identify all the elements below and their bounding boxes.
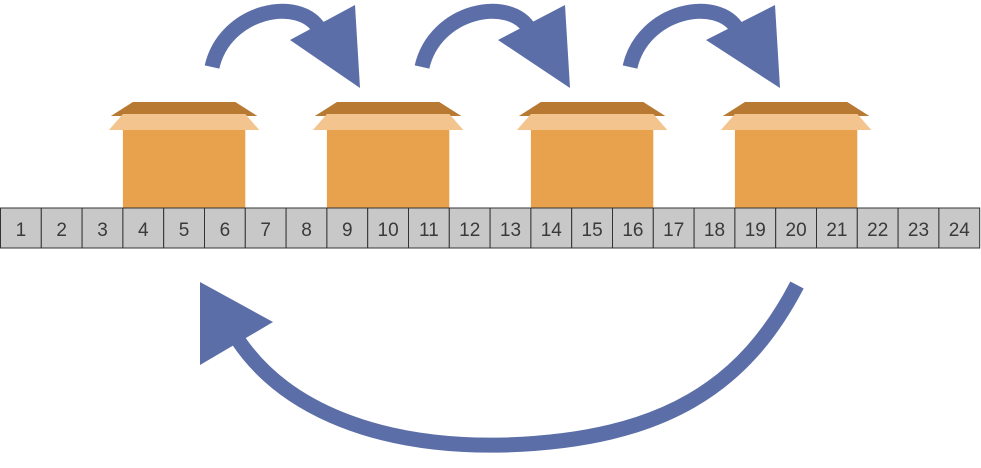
- cell-label: 13: [500, 220, 521, 241]
- cell-label: 7: [260, 220, 271, 241]
- cell: 22: [856, 207, 899, 249]
- cell: 14: [530, 207, 573, 249]
- curved-arrow-return-icon: [200, 281, 804, 453]
- cell-label: 1: [16, 220, 27, 241]
- cell-label: 24: [949, 220, 971, 241]
- cell-label: 19: [745, 220, 766, 241]
- cell-label: 15: [582, 220, 603, 241]
- cell-label: 18: [704, 220, 725, 241]
- cell: 5: [163, 207, 205, 249]
- cell-label: 21: [826, 220, 847, 241]
- cell: 3: [81, 207, 124, 249]
- cell: 16: [612, 207, 654, 249]
- cell: 18: [693, 207, 736, 249]
- open-cardboard-box-icon: [516, 102, 668, 208]
- boxes-layer: [108, 102, 872, 208]
- curved-arrow-right-icon: [204, 3, 360, 88]
- cell-label: 11: [419, 220, 439, 241]
- cell: 19: [734, 207, 777, 249]
- cell-label: 20: [786, 220, 807, 241]
- cell: 1: [0, 207, 42, 249]
- cell: 24: [938, 207, 981, 249]
- cell: 12: [448, 207, 491, 249]
- cell-label: 17: [663, 220, 684, 241]
- cell: 10: [367, 207, 410, 249]
- cell: 17: [652, 207, 695, 249]
- curved-arrow-right-icon: [414, 3, 570, 88]
- cell-label: 2: [56, 220, 67, 241]
- cell-label: 9: [342, 220, 353, 241]
- cell-label: 3: [97, 220, 108, 241]
- cell: 8: [285, 207, 328, 249]
- cell-label: 16: [622, 220, 643, 241]
- curved-arrow-right-icon: [622, 3, 780, 88]
- cell-label: 4: [138, 220, 149, 241]
- open-cardboard-box-icon: [720, 102, 872, 208]
- cell-label: 6: [220, 220, 231, 241]
- open-cardboard-box-icon: [312, 102, 464, 208]
- cell-label: 12: [459, 220, 480, 241]
- cell-label: 14: [541, 220, 563, 241]
- open-cardboard-box-icon: [108, 102, 260, 208]
- cell-label: 22: [867, 220, 888, 241]
- cell: 9: [326, 207, 369, 249]
- cell: 6: [204, 207, 246, 249]
- cell-label: 23: [908, 220, 929, 241]
- cell: 13: [489, 207, 532, 249]
- cell-label: 8: [301, 220, 312, 241]
- arrows-layer: [200, 3, 804, 453]
- cell: 11: [408, 207, 450, 249]
- cell: 21: [816, 207, 858, 249]
- cell: 23: [897, 207, 940, 249]
- cell: 15: [571, 207, 614, 249]
- cell: 4: [122, 207, 165, 249]
- cell: 7: [244, 207, 287, 249]
- cell: 20: [775, 207, 818, 249]
- cell-label: 10: [378, 220, 399, 241]
- cell-label: 5: [179, 220, 190, 241]
- cell: 2: [40, 207, 83, 249]
